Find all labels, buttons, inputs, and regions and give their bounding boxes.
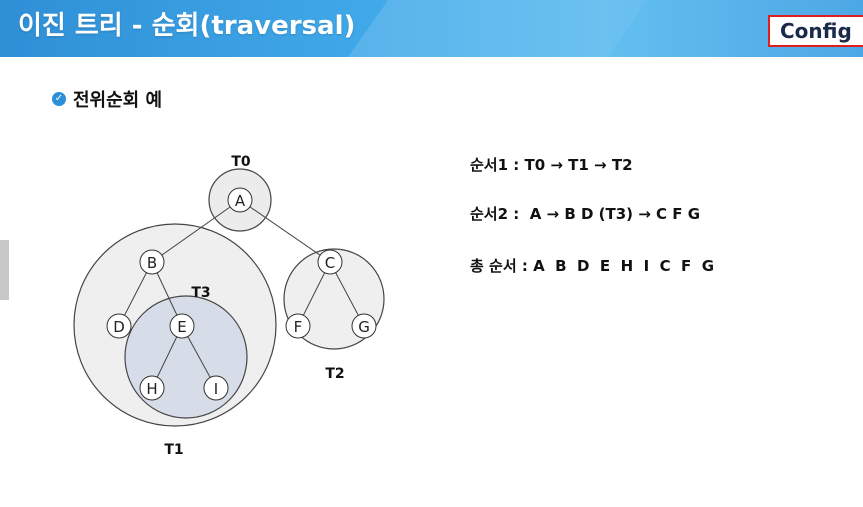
node-label-f: F xyxy=(294,318,303,336)
side-tab-marker xyxy=(0,240,9,300)
subtree-label-t2: T2 xyxy=(325,366,344,382)
node-label-i: I xyxy=(214,380,218,398)
slide-title: 이진 트리 - 순회(traversal) xyxy=(18,11,356,41)
subtree-label-t3: T3 xyxy=(191,285,210,301)
subtree-label-t0: T0 xyxy=(231,154,251,170)
check-bullet-icon: ✓ xyxy=(52,92,66,106)
section-heading-text: 전위순회 예 xyxy=(73,90,163,111)
order-step-1: 순서1 : T0 → T1 → T2 xyxy=(470,156,633,174)
tree-node-e: E xyxy=(169,313,195,339)
order-step-2: 순서2 : A → B D (T3) → C F G xyxy=(470,205,701,223)
node-label-d: D xyxy=(113,318,125,336)
node-label-c: C xyxy=(325,254,335,272)
section-heading: ✓ 전위순회 예 xyxy=(52,86,162,112)
tree-node-d: D xyxy=(106,313,132,339)
node-label-b: B xyxy=(147,254,157,272)
tree-node-a: A xyxy=(227,187,253,213)
order-total: 총 순서 : A B D E H I C F G xyxy=(470,257,715,275)
tree-node-f: F xyxy=(285,313,311,339)
tree-node-c: C xyxy=(317,249,343,275)
node-label-h: H xyxy=(146,380,157,398)
node-label-a: A xyxy=(235,192,246,210)
tree-node-h: H xyxy=(139,375,165,401)
edge-a-c xyxy=(239,199,331,263)
node-label-e: E xyxy=(177,318,186,336)
edge-a-b xyxy=(151,199,241,263)
subtree-label-t1: T1 xyxy=(164,442,183,458)
config-label: Config xyxy=(768,15,863,47)
node-label-g: G xyxy=(358,318,370,336)
tree-node-g: G xyxy=(351,313,377,339)
tree-node-i: I xyxy=(203,375,229,401)
slide-header: 이진 트리 - 순회(traversal) Config xyxy=(0,0,863,57)
tree-node-b: B xyxy=(139,249,165,275)
